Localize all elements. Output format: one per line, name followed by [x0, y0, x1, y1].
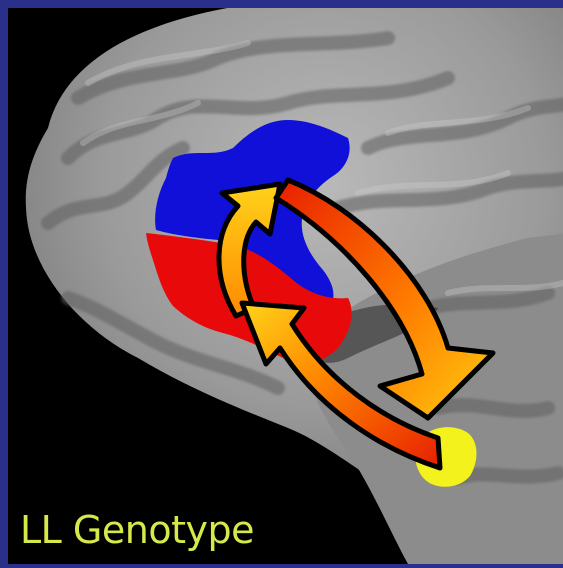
genotype-caption: LL Genotype	[20, 508, 254, 552]
brain-rendering	[8, 8, 563, 564]
brain-surface-illustration	[8, 8, 563, 564]
